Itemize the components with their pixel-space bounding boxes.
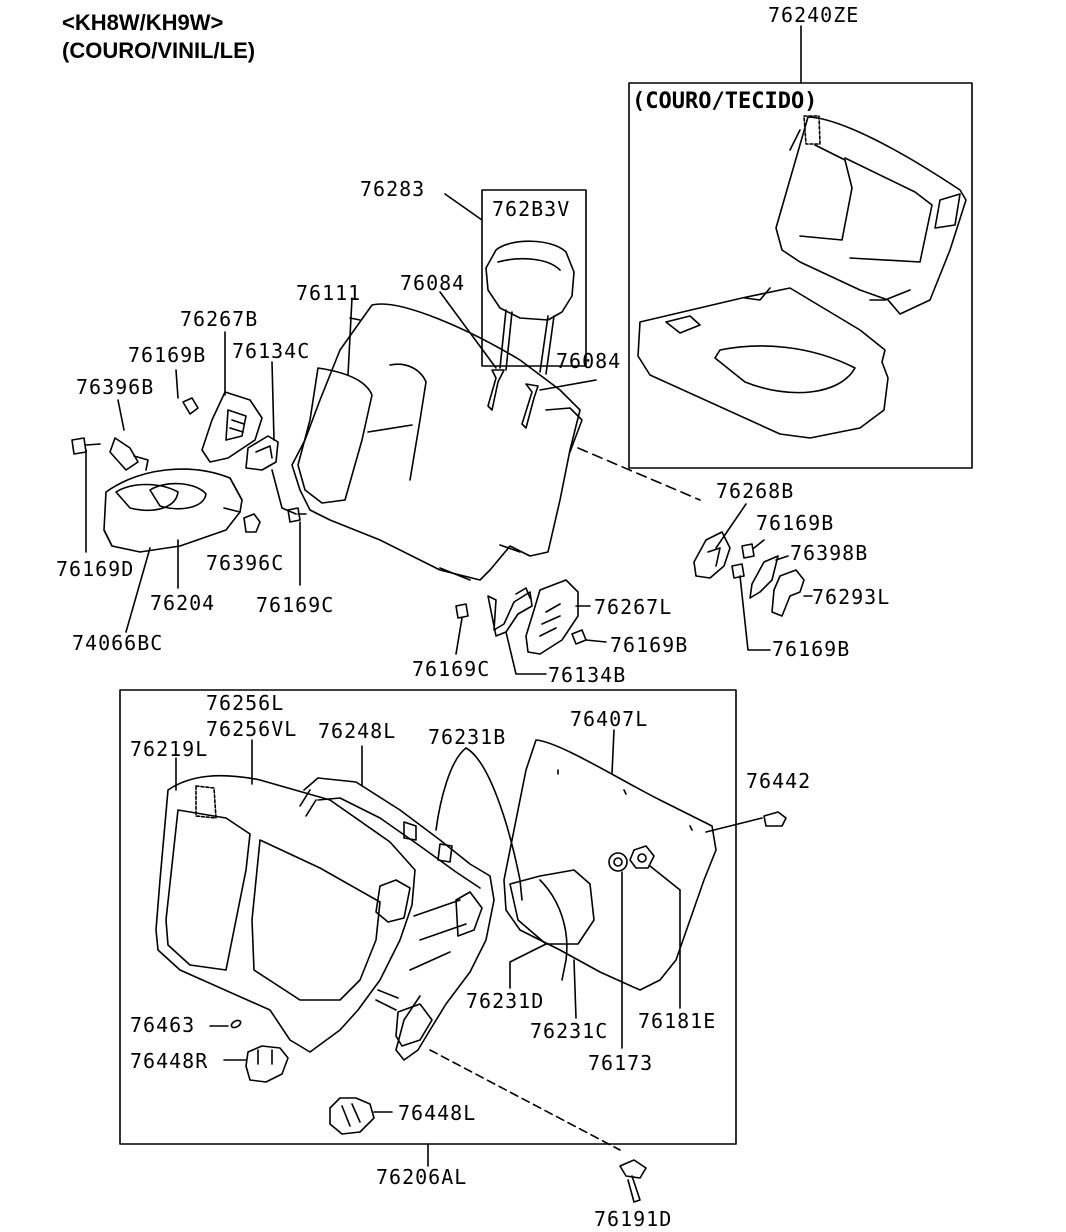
cover-76448l <box>329 1097 393 1135</box>
nut-76181e <box>629 845 655 869</box>
bolt-76169b-right <box>741 539 765 559</box>
armrest-drawing <box>103 468 243 553</box>
label-76169b-2: 76169B <box>756 511 834 535</box>
bolt-76169b-lower <box>731 563 771 651</box>
seatback-detail-drawing <box>155 774 416 1053</box>
bolt-76191d <box>619 1159 647 1203</box>
seat-leader-76111 <box>347 297 353 376</box>
leader-76134c <box>271 361 275 441</box>
trim-heading: (COURO/VINIL/LE) <box>62 38 256 63</box>
leader-76268b <box>715 503 747 549</box>
label-76111: 76111 <box>296 281 361 305</box>
label-76206al: 76206AL <box>376 1165 467 1189</box>
headrest-callout-box <box>481 189 587 367</box>
back-panel-76407l <box>503 739 717 991</box>
label-76084-a: 76084 <box>400 271 465 295</box>
bolt-76169b-left <box>175 369 199 415</box>
leader-76442 <box>705 817 763 833</box>
label-76396b: 76396B <box>76 375 154 399</box>
label-76267b: 76267B <box>180 307 258 331</box>
label-76084-b: 76084 <box>556 349 621 373</box>
screw-76442 <box>763 811 787 827</box>
label-76293l: 76293L <box>812 585 890 609</box>
wire-76231b <box>435 747 595 989</box>
label-76463: 76463 <box>130 1013 195 1037</box>
inset-title: (COURO/TECIDO) <box>632 89 817 114</box>
rear-seat-assembly-drawing <box>291 303 583 581</box>
label-76256l: 76256L <box>206 691 284 715</box>
label-76231d: 76231D <box>466 989 544 1013</box>
leader-74066bc <box>125 547 151 633</box>
leader-76169c-top <box>271 469 297 515</box>
label-76134b: 76134B <box>548 663 626 687</box>
label-76283v: 762B3V <box>492 197 570 221</box>
headrest-drawing <box>485 240 575 429</box>
label-76191d: 76191D <box>594 1207 672 1231</box>
clip-76398b <box>749 555 789 599</box>
label-76448l: 76448L <box>398 1101 476 1125</box>
hinge-bracket-left-drawing <box>245 435 279 471</box>
label-76248l: 76248L <box>318 719 396 743</box>
label-76396c: 76396C <box>206 551 284 575</box>
bolt-76169c-center <box>455 603 469 655</box>
label-76268b: 76268B <box>716 479 794 503</box>
label-76169b-1: 76169B <box>128 343 206 367</box>
label-76169c-2: 76169C <box>412 657 490 681</box>
leader-76407l <box>611 729 615 775</box>
label-76181e: 76181E <box>638 1009 716 1033</box>
label-76240ze: 76240ZE <box>768 3 859 27</box>
cover-76293l <box>771 569 813 617</box>
bolt-76169c-left <box>287 507 307 586</box>
hinge-cover-left-drawing <box>201 391 263 463</box>
nut-76173 <box>608 852 628 872</box>
model-code-heading: <KH8W/KH9W> <box>62 10 224 35</box>
label-76134c: 76134C <box>232 339 310 363</box>
clip-76396b <box>109 437 149 471</box>
label-76169b-3: 76169B <box>772 637 850 661</box>
guide-leader-b <box>539 379 597 391</box>
hinge-bracket-right-drawing <box>693 531 731 579</box>
label-76442: 76442 <box>746 769 811 793</box>
label-76231c: 76231C <box>530 1019 608 1043</box>
label-76283: 76283 <box>360 177 425 201</box>
cover-76448r <box>223 1045 289 1083</box>
label-76173: 76173 <box>588 1051 653 1075</box>
hinge-cover-center-drawing <box>525 579 579 655</box>
label-76169d: 76169D <box>56 557 134 581</box>
hinge-bracket-center-drawing <box>487 587 533 637</box>
leader-76181e-a <box>649 865 681 891</box>
leader-76396b <box>117 399 125 431</box>
detail-frame <box>119 689 737 1145</box>
label-76407l: 76407L <box>570 707 648 731</box>
label-76169b-4: 76169B <box>610 633 688 657</box>
label-76256vl: 76256VL <box>206 717 297 741</box>
label-76231b: 76231B <box>428 725 506 749</box>
bolt-dashed-line <box>429 1049 621 1151</box>
frame-detail-drawing <box>299 777 495 1061</box>
label-76448r: 76448R <box>130 1049 208 1073</box>
headrest-leader <box>444 193 483 221</box>
label-74066bc: 74066BC <box>72 631 163 655</box>
label-76219l: 76219L <box>130 737 208 761</box>
guide-leader-a <box>439 291 497 369</box>
label-76398b: 76398B <box>790 541 868 565</box>
leader-76134b <box>505 631 547 675</box>
clip-76463 <box>209 1019 242 1029</box>
inset-seat-drawing <box>637 115 967 439</box>
label-76169c-1: 76169C <box>256 593 334 617</box>
label-76267l: 76267L <box>594 595 672 619</box>
leader-76231c <box>573 959 577 1019</box>
bolt-76169b-center <box>571 629 607 645</box>
cap-76396c <box>243 513 261 533</box>
pivot-dashed-line <box>577 447 701 501</box>
label-76204: 76204 <box>150 591 215 615</box>
